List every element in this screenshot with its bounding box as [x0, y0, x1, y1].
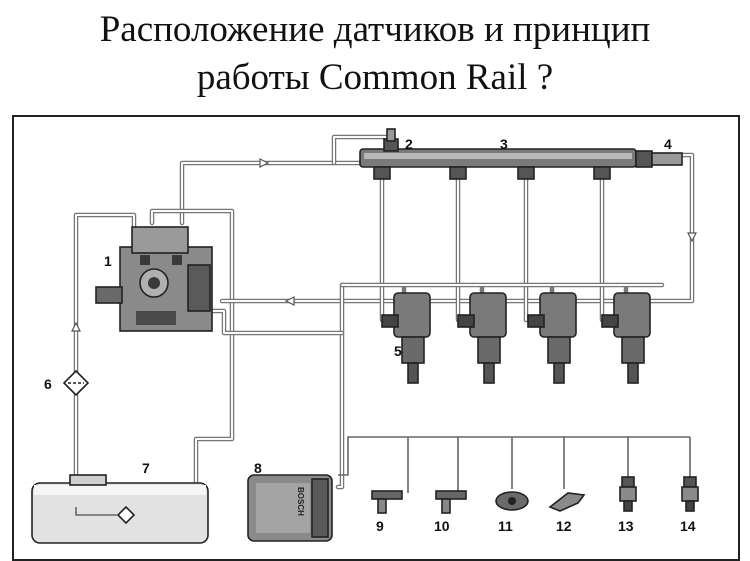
- sensor-14: [681, 476, 699, 512]
- flow-arrows: [71, 158, 697, 332]
- ecu: BOSCH: [247, 474, 333, 542]
- sensor-11: [495, 491, 529, 511]
- label-5: 5: [394, 343, 402, 359]
- label-9: 9: [376, 518, 384, 534]
- injectors: [381, 292, 651, 384]
- sensor-12: [548, 492, 586, 512]
- slide-title: Расположение датчиков и принцип работы C…: [0, 6, 750, 102]
- sensor-13: [619, 476, 637, 512]
- label-8: 8: [254, 460, 262, 476]
- fuel-lines: [73, 134, 695, 510]
- arrow-feed-up: [71, 321, 81, 332]
- label-13: 13: [618, 518, 634, 534]
- label-12: 12: [556, 518, 572, 534]
- label-14: 14: [680, 518, 696, 534]
- injector-4: [601, 292, 651, 384]
- part-labels: 1 2 3 4 5 6 7 8 9 10 11 12 13 14: [44, 136, 696, 534]
- injector-2: [457, 292, 507, 384]
- fuel-tank: [31, 474, 209, 544]
- fuel-filter: [62, 369, 90, 397]
- label-1: 1: [104, 253, 112, 269]
- injector-3: [527, 292, 577, 384]
- title-line-2: работы Common Rail ?: [196, 57, 554, 98]
- label-10: 10: [434, 518, 450, 534]
- arrow-return-right: [687, 232, 697, 243]
- label-7: 7: [142, 460, 150, 476]
- label-4: 4: [664, 136, 672, 152]
- label-2: 2: [405, 136, 413, 152]
- high-pressure-pump: [95, 226, 213, 332]
- pressure-limiting-valve: [635, 150, 683, 168]
- label-6: 6: [44, 376, 52, 392]
- arrow-to-rail: [259, 158, 270, 168]
- label-11: 11: [498, 518, 513, 534]
- ecu-brand: BOSCH: [296, 487, 305, 516]
- common-rail: [359, 148, 637, 180]
- common-rail-diagram: BOSCH 1 2 3 4 5: [12, 115, 740, 561]
- rail-pressure-sensor: [383, 128, 399, 152]
- arrow-return-left: [284, 296, 295, 306]
- sensor-10: [435, 490, 467, 514]
- title-line-1: Расположение датчиков и принцип: [99, 9, 651, 50]
- sensor-wiring: [338, 436, 691, 493]
- diagram-frame: [12, 115, 740, 561]
- injector-1: [381, 292, 431, 384]
- label-3: 3: [500, 136, 508, 152]
- sensor-9: [371, 490, 403, 514]
